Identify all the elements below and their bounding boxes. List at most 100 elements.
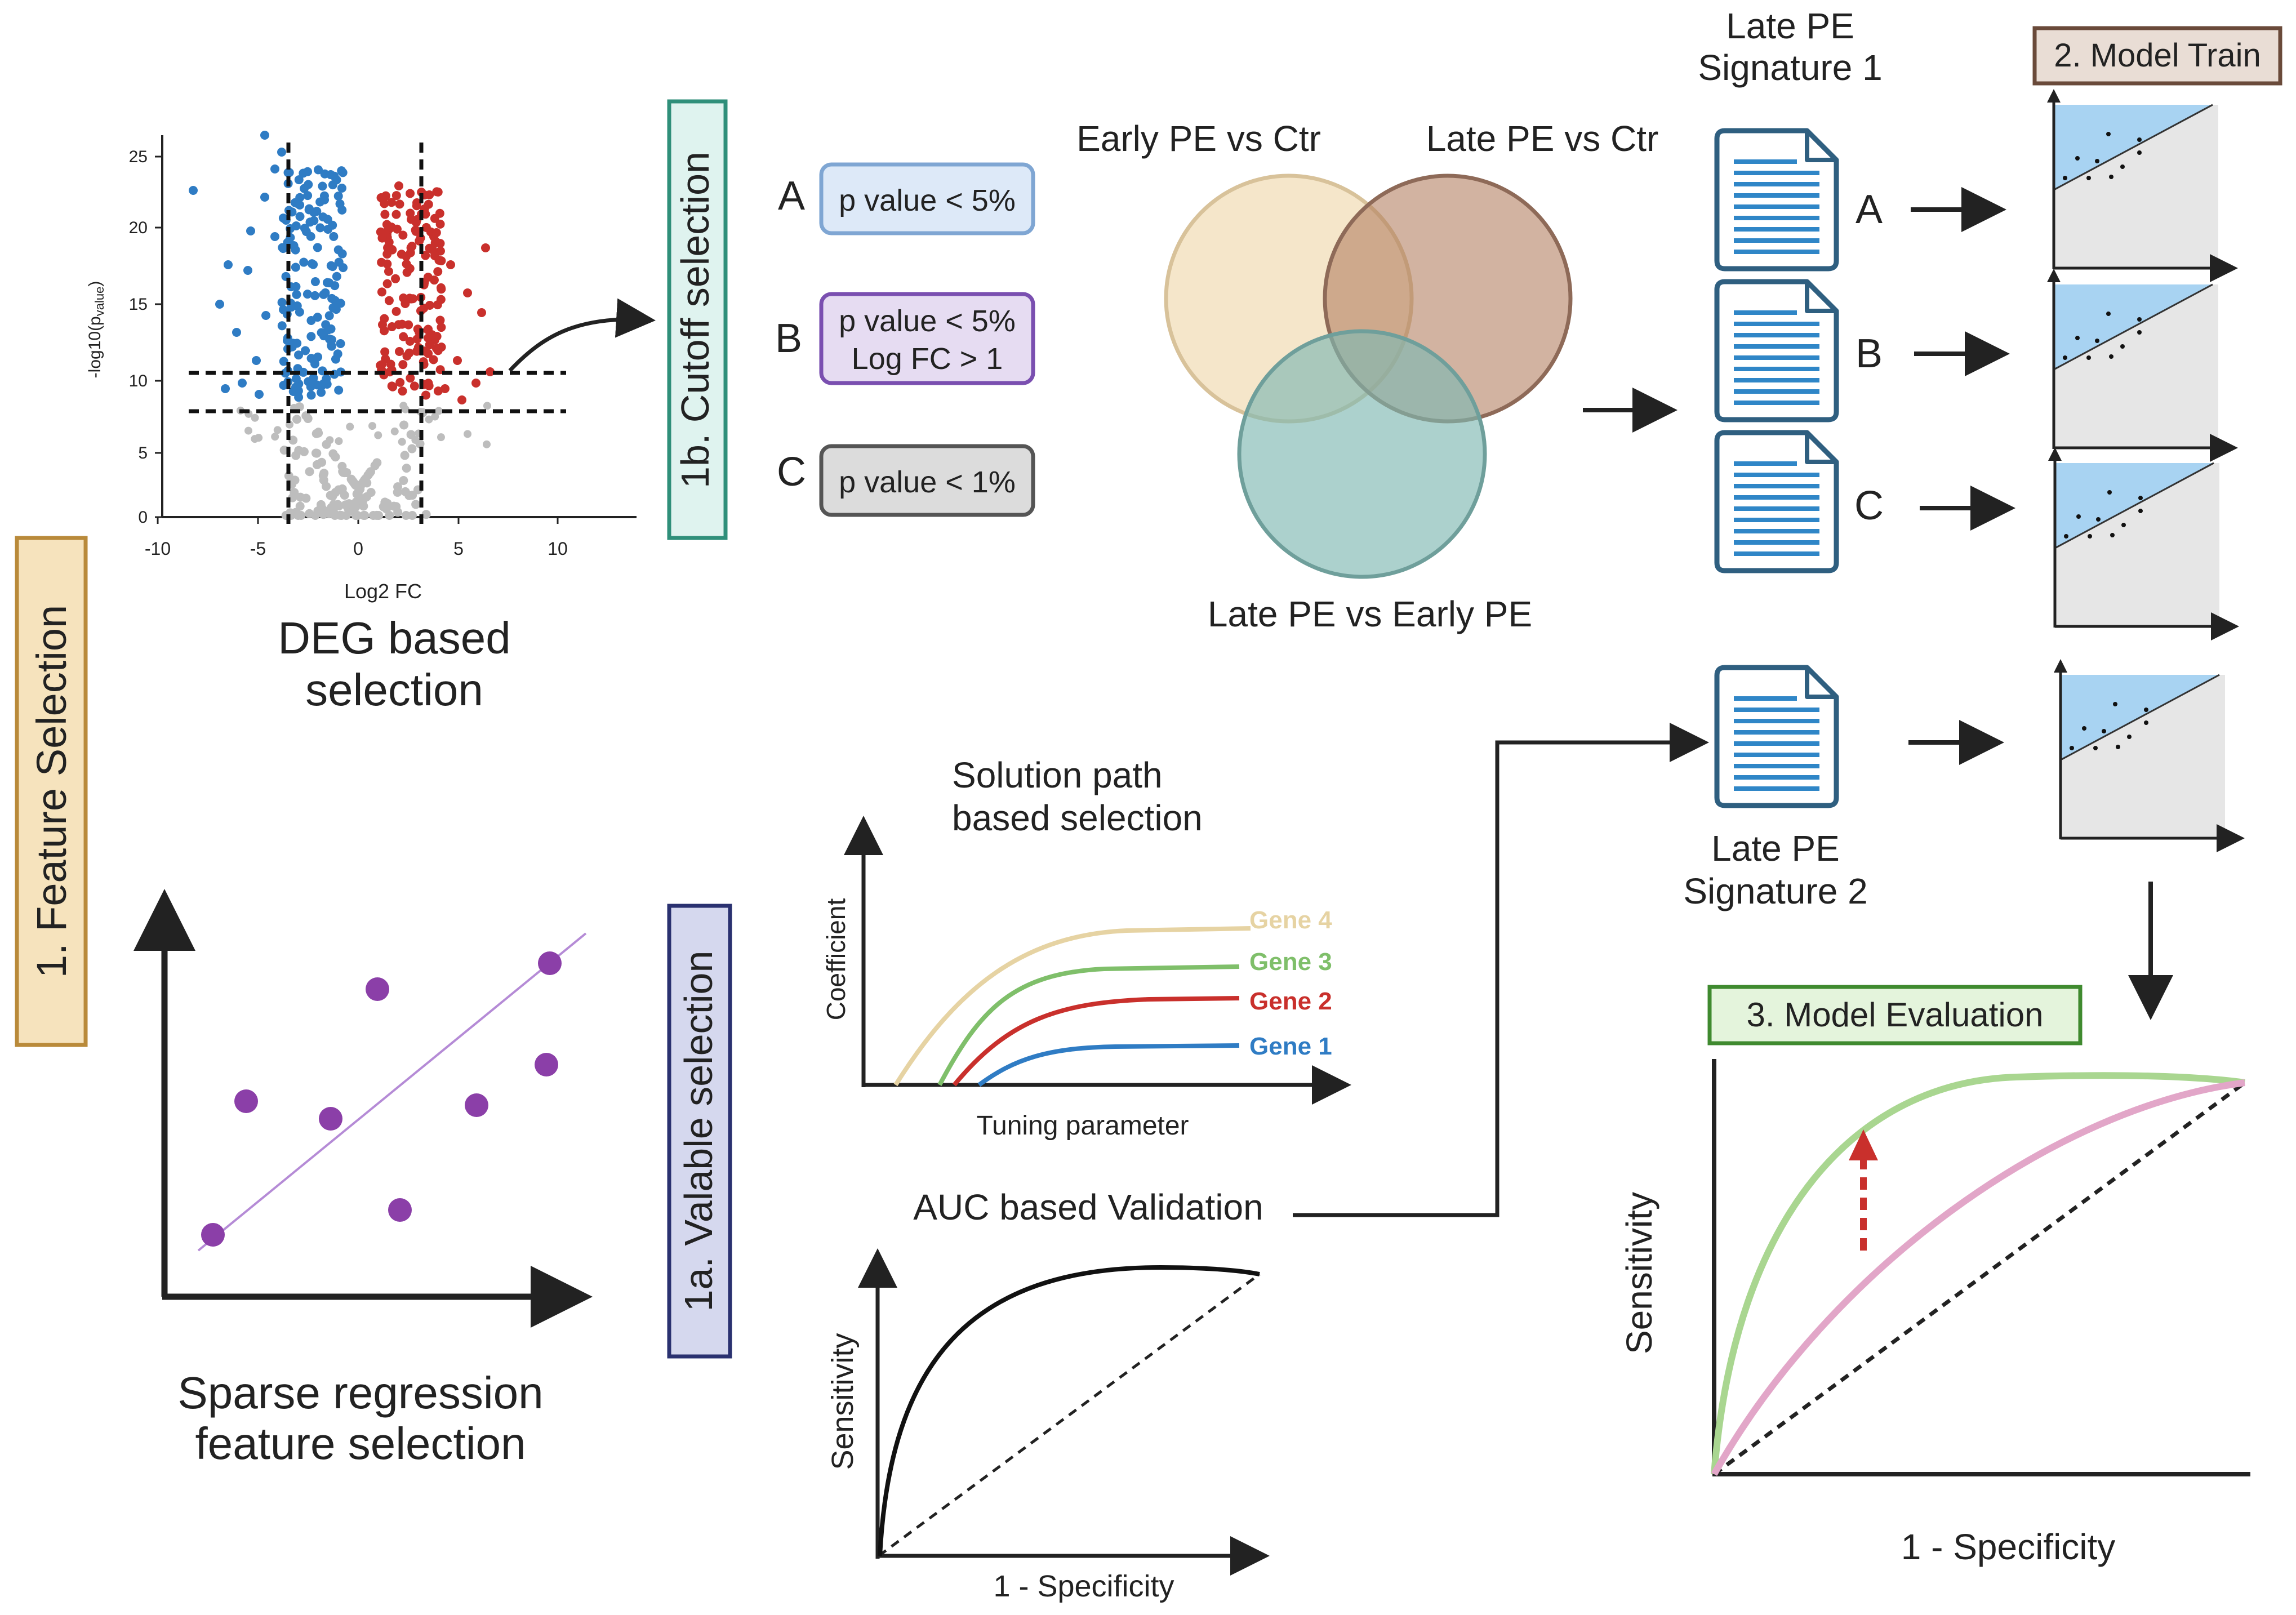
- volcano-point: [406, 294, 416, 304]
- model-train-plots: [2047, 89, 2245, 852]
- signature1-title-line2: Signature 1: [1698, 47, 1882, 88]
- volcano-point: [395, 199, 404, 209]
- volcano-point: [376, 361, 385, 370]
- evaluation-improvement-arrowhead: [1849, 1129, 1878, 1160]
- volcano-point: [437, 284, 446, 294]
- volcano-point: [344, 499, 354, 509]
- volcano-point: [303, 414, 313, 424]
- volcano-ytick-label: 20: [129, 219, 148, 237]
- volcano-point: [386, 223, 396, 232]
- volcano-point: [446, 260, 455, 269]
- volcano-point: [300, 224, 309, 233]
- volcano-xtick-label: -10: [145, 539, 171, 559]
- volcano-point: [320, 169, 330, 179]
- volcano-point: [246, 226, 255, 235]
- volcano-point: [303, 167, 313, 176]
- volcano-point: [322, 374, 331, 384]
- gene3-path: [937, 964, 1240, 1086]
- volcano-point: [317, 388, 326, 397]
- volcano-point: [277, 297, 287, 307]
- volcano-point: [429, 232, 438, 241]
- volcano-point: [306, 315, 316, 325]
- volcano-point: [287, 302, 296, 312]
- volcano-point: [319, 331, 328, 341]
- volcano-point: [337, 249, 347, 259]
- volcano-point: [380, 347, 390, 357]
- volcano-point: [477, 308, 486, 317]
- gene4-path: [893, 926, 1251, 1087]
- volcano-point: [277, 148, 286, 157]
- volcano-point: [317, 457, 327, 467]
- volcano-point: [303, 191, 313, 201]
- auc-to-signature2-connector: [1293, 723, 1709, 1217]
- volcano-point: [337, 484, 347, 493]
- volcano-point: [326, 436, 334, 444]
- sparse-point: [535, 1053, 558, 1076]
- gene2-path: [952, 996, 1240, 1087]
- volcano-point: [238, 379, 247, 388]
- cutoff-options: A p value < 5% B p value < 5% Log FC > 1…: [775, 162, 1035, 517]
- volcano-point: [336, 299, 345, 308]
- auc-validation-title: AUC based Validation: [913, 1187, 1263, 1227]
- volcano-point: [434, 407, 443, 415]
- volcano-point: [391, 306, 401, 316]
- volcano-point: [310, 277, 320, 286]
- sparse-point: [319, 1107, 342, 1131]
- model-train-plot: [2048, 447, 2239, 640]
- volcano-point: [407, 511, 417, 520]
- volcano-point: [398, 438, 406, 446]
- sparse-point: [201, 1223, 225, 1247]
- volcano-point: [425, 340, 434, 350]
- volcano-point: [296, 511, 306, 520]
- volcano-point: [425, 415, 433, 424]
- cutoff-text: Log FC > 1: [852, 342, 1003, 376]
- signature-letter-a: A: [1856, 187, 1883, 232]
- volcano-point: [453, 356, 462, 365]
- volcano-point: [279, 357, 288, 366]
- volcano-point: [406, 189, 415, 198]
- sparse-point: [388, 1198, 412, 1222]
- volcano-point: [299, 367, 308, 377]
- volcano-point: [354, 483, 364, 492]
- volcano-point: [399, 293, 408, 303]
- volcano-point: [319, 290, 328, 299]
- volcano-point: [328, 262, 337, 272]
- volcano-point: [433, 267, 443, 277]
- document-icon: [1714, 128, 1839, 272]
- volcano-point: [388, 244, 397, 254]
- model-train-label: 2. Model Train: [2054, 37, 2261, 74]
- sparse-points: [201, 951, 562, 1247]
- volcano-point: [405, 336, 415, 346]
- volcano-point: [365, 468, 375, 478]
- volcano-point: [305, 379, 315, 388]
- cutoff-text: p value < 5%: [839, 184, 1016, 217]
- volcano-point: [380, 199, 389, 208]
- sparse-regression-line: [197, 932, 587, 1252]
- volcano-point: [399, 332, 408, 341]
- volcano-point: [288, 387, 298, 397]
- gene1-label: Gene 1: [1249, 1033, 1332, 1060]
- volcano-point: [410, 381, 419, 391]
- volcano-point: [314, 165, 323, 175]
- volcano-point: [315, 223, 325, 233]
- volcano-point: [380, 210, 390, 219]
- volcano-point: [464, 430, 472, 438]
- volcano-point: [391, 210, 401, 219]
- volcano-point: [273, 426, 282, 434]
- volcano-point: [406, 373, 415, 383]
- volcano-point: [431, 412, 439, 421]
- venn-label-late-vs-ctr: Late PE vs Ctr: [1426, 118, 1659, 159]
- volcano-point: [307, 259, 317, 269]
- volcano-ytick-label: 5: [138, 444, 148, 462]
- volcano-point: [402, 464, 411, 473]
- solution-path-title-line2: based selection: [952, 798, 1203, 838]
- volcano-point: [380, 314, 389, 323]
- volcano-ytick-label: 10: [129, 372, 148, 390]
- volcano-point: [313, 352, 323, 362]
- volcano-point: [260, 193, 269, 202]
- volcano-point: [244, 426, 253, 435]
- volcano-point: [295, 212, 305, 221]
- cutoff-selection-label: 1b. Cutoff selection: [673, 152, 717, 488]
- volcano-point: [400, 451, 410, 460]
